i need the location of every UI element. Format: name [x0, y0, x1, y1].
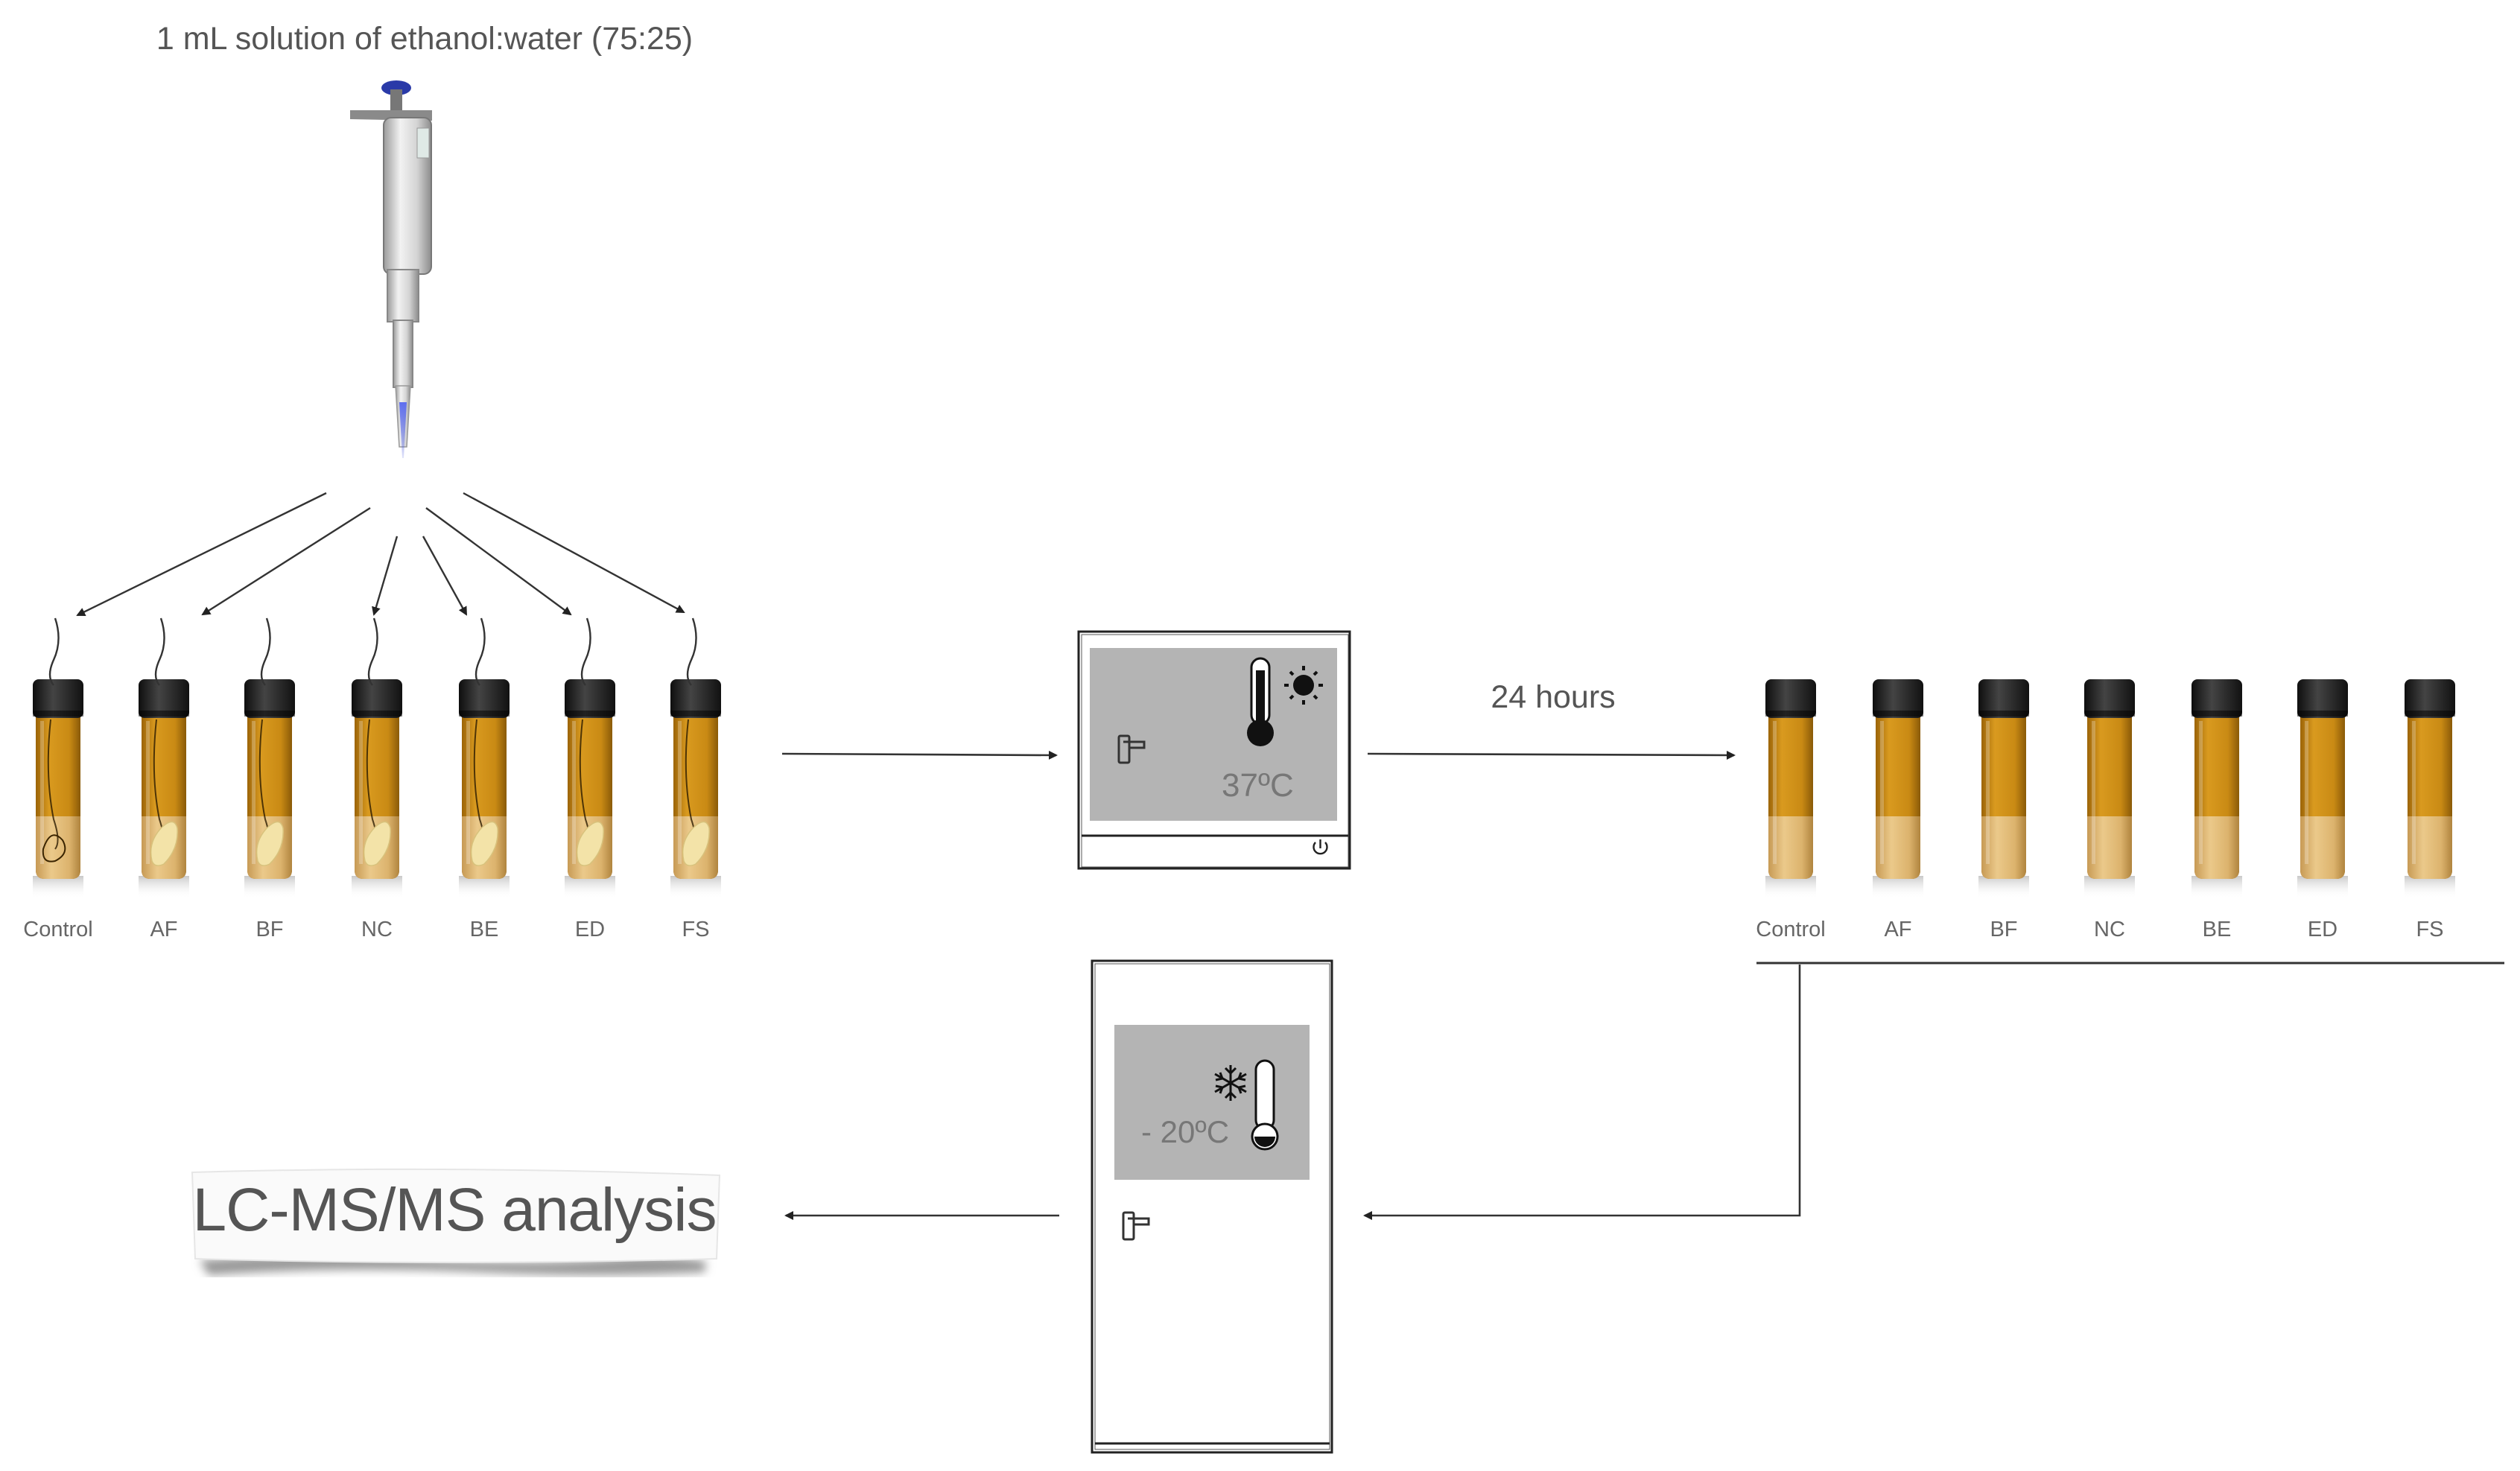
vial-cap [244, 679, 295, 718]
vial-liquid [2087, 816, 2132, 879]
vial-cap [2297, 679, 2348, 718]
vial-liquid [36, 816, 80, 879]
vial-liquid [2408, 816, 2452, 879]
door-handle-icon [1117, 734, 1146, 764]
vial-liquid [1768, 816, 1813, 879]
thermometer-icon [1251, 1059, 1279, 1151]
vial-cap [1873, 679, 1923, 718]
fabric-sample [682, 821, 710, 866]
arrow-to-ed [425, 507, 572, 616]
before-vial-6 [670, 617, 721, 898]
freezer [1091, 959, 1333, 1454]
before-sample-label-af: AF [150, 918, 178, 941]
fiber-thread [686, 617, 697, 686]
after-sample-label-nc: NC [2094, 918, 2125, 941]
vial-cap [565, 679, 615, 718]
vial-cap [139, 679, 189, 718]
vial-cap [2191, 679, 2242, 718]
vial-liquid [1981, 816, 2026, 879]
pipette-icon [350, 80, 432, 458]
arrow-to-af [201, 506, 371, 616]
before-sample-label-nc: NC [361, 918, 393, 941]
after-sample-label-fs: FS [2416, 918, 2444, 941]
fabric-sample [363, 821, 391, 866]
before-vial-4 [459, 617, 510, 898]
arrow-to-fs [463, 492, 685, 614]
vial-liquid [2194, 816, 2239, 879]
incubator [1077, 630, 1351, 870]
vial-cap [2405, 679, 2455, 718]
fiber-thread [367, 617, 378, 686]
after-vial-3 [2084, 679, 2135, 898]
distribution-arrows [76, 492, 685, 617]
arrow-to-nc [372, 536, 399, 616]
vial-cap [1978, 679, 2029, 718]
after-vial-6 [2405, 679, 2455, 898]
before-vial-2 [244, 617, 295, 898]
freezer-window [1114, 1025, 1310, 1180]
before-vial-5 [565, 617, 615, 898]
arrow-to-freezer [1363, 965, 1801, 1220]
after-vial-4 [2191, 679, 2242, 898]
analysis-label: LC-MS/MS analysis [192, 1176, 717, 1244]
vial-cap [459, 679, 510, 718]
arrow-to-incubated-vials [1367, 750, 1736, 760]
before-vial-1 [139, 617, 189, 898]
freezer-temperature-label: - 20ºC [1141, 1114, 1230, 1149]
vial-cap [2084, 679, 2135, 718]
after-sample-label-control: Control [1756, 918, 1826, 941]
arrow-to-control [76, 492, 327, 617]
vials-before-incubation [33, 617, 721, 898]
analysis-label-backdrop [191, 1168, 721, 1275]
fabric-sample [576, 821, 604, 866]
vial-liquid [1876, 816, 1920, 879]
vial-liquid [2300, 816, 2345, 879]
vial-cap [1765, 679, 1816, 718]
after-vial-2 [1978, 679, 2029, 898]
after-sample-label-be: BE [2202, 918, 2232, 941]
fiber-thread [580, 617, 591, 686]
after-sample-label-bf: BF [1990, 918, 2018, 941]
door-handle-icon [1122, 1211, 1150, 1241]
fiber-thread [475, 617, 486, 686]
pipette-instruction-label: 1 mL solution of ethanol:water (75:25) [156, 21, 694, 57]
fabric-sample [150, 821, 178, 866]
flow-arrows [781, 750, 2504, 1220]
before-sample-label-be: BE [469, 918, 499, 941]
before-sample-label-ed: ED [574, 918, 606, 941]
after-vial-0 [1765, 679, 1816, 898]
sun-icon [1284, 666, 1323, 705]
fiber-thread [260, 617, 271, 686]
before-vial-0 [33, 617, 83, 898]
after-sample-label-ed: ED [2307, 918, 2338, 941]
fiber-thread [48, 617, 60, 686]
fabric-sample [256, 821, 284, 866]
before-sample-label-bf: BF [256, 918, 284, 941]
before-sample-label-control: Control [23, 918, 93, 941]
incubator-window [1090, 648, 1337, 821]
before-vial-3 [352, 617, 402, 898]
vial-cap [670, 679, 721, 718]
incubation-duration-label: 24 hours [1491, 679, 1616, 715]
vials-after-incubation [1765, 679, 2455, 898]
power-icon [1313, 839, 1328, 855]
vial-cap [33, 679, 83, 718]
after-sample-label-af: AF [1884, 918, 1912, 941]
fiber-thread [154, 617, 165, 686]
after-vial-5 [2297, 679, 2348, 898]
arrow-to-be [422, 536, 468, 616]
vial-cap [352, 679, 402, 718]
after-vial-1 [1873, 679, 1923, 898]
incubator-temperature-label: 37ºC [1222, 767, 1294, 804]
arrow-to-incubator [781, 750, 1058, 760]
thermometer-icon [1247, 657, 1274, 746]
before-sample-label-fs: FS [682, 918, 710, 941]
snowflake-icon [1214, 1065, 1247, 1101]
fabric-sample [470, 821, 498, 866]
